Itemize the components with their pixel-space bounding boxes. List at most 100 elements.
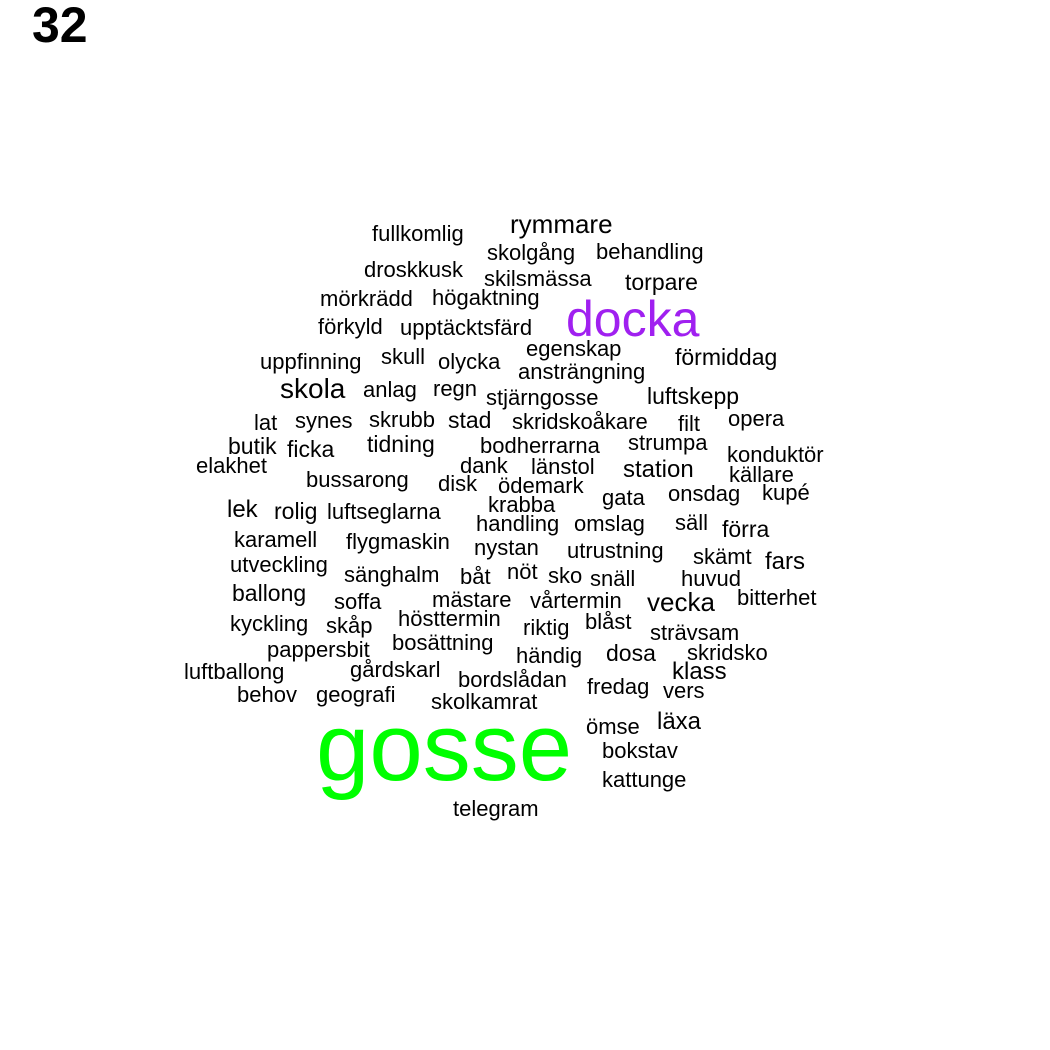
word-30: opera — [728, 406, 785, 431]
word-49: rolig — [274, 498, 318, 524]
word-76: skåp — [326, 613, 373, 638]
word-77: hösttermin — [398, 606, 501, 631]
word-66: sko — [548, 563, 583, 588]
word-60: skämt — [693, 544, 752, 569]
word-82: bosättning — [392, 630, 494, 655]
word-29: filt — [678, 411, 700, 436]
word-57: flygmaskin — [346, 529, 450, 554]
word-69: ballong — [232, 580, 307, 606]
word-26: skrubb — [369, 407, 436, 432]
word-65: nöt — [507, 559, 538, 584]
word-18: ansträngning — [518, 359, 646, 384]
word-94: skolkamrat — [431, 689, 538, 714]
word-35: strumpa — [628, 430, 708, 455]
word-53: omslag — [574, 511, 645, 536]
word-8: torpare — [625, 269, 698, 295]
word-25: synes — [295, 408, 353, 433]
word-2: rymmare — [510, 209, 613, 239]
word-86: luftballong — [184, 659, 285, 684]
word-6: droskkusk — [364, 257, 464, 282]
word-92: behov — [237, 682, 297, 707]
word-19: skola — [280, 373, 346, 404]
word-48: lek — [227, 496, 258, 523]
word-84: dosa — [606, 640, 656, 666]
word-68: huvud — [681, 566, 741, 591]
word-10: högaktning — [432, 285, 540, 310]
word-36: konduktör — [727, 442, 824, 467]
word-21: regn — [433, 376, 478, 401]
word-89: fredag — [587, 674, 650, 699]
word-63: sänghalm — [344, 562, 440, 587]
word-54: säll — [675, 510, 709, 535]
word-90: klass — [672, 658, 727, 685]
word-61: fars — [765, 548, 806, 575]
word-96: läxa — [657, 708, 702, 735]
word-74: bitterhet — [737, 585, 817, 610]
word-4: skolgång — [487, 240, 576, 265]
word-3: fullkomlig — [372, 221, 464, 246]
word-80: strävsam — [650, 620, 740, 645]
word-24: lat — [254, 410, 278, 435]
word-58: nystan — [474, 535, 539, 560]
word-44: ödemark — [498, 473, 584, 498]
word-75: kyckling — [230, 611, 309, 636]
page-number: 32 — [32, 0, 88, 53]
word-22: stjärngosse — [486, 385, 599, 410]
word-23: luftskepp — [647, 383, 740, 409]
word-55: förra — [722, 516, 770, 542]
word-42: bussarong — [306, 467, 409, 492]
word-27: stad — [448, 407, 492, 433]
word-31: butik — [228, 433, 277, 459]
word-15: skull — [381, 344, 426, 369]
word-13: egenskap — [526, 336, 622, 361]
word-32: ficka — [287, 436, 335, 462]
word-72: vårtermin — [530, 588, 622, 613]
word-67: snäll — [590, 566, 636, 591]
word-51: krabba — [488, 492, 556, 517]
word-79: blåst — [585, 609, 632, 634]
word-45: gata — [602, 485, 645, 510]
word-83: händig — [516, 643, 583, 668]
word-95: ömse — [586, 714, 640, 739]
word-11: förkyld — [318, 314, 383, 339]
word-38: dank — [460, 453, 508, 478]
word-12: upptäcktsfärd — [400, 315, 533, 340]
word-59: utrustning — [567, 538, 664, 563]
word-56: karamell — [234, 527, 318, 552]
word-40: station — [623, 456, 694, 483]
word-71: mästare — [432, 587, 512, 612]
word-43: disk — [438, 471, 478, 496]
word-73: vecka — [647, 587, 715, 617]
word-46: onsdag — [668, 481, 741, 506]
word-85: skridsko — [687, 640, 768, 665]
word-5: behandling — [596, 239, 704, 264]
word-78: riktig — [523, 615, 570, 640]
word-97: bokstav — [602, 738, 678, 763]
word-87: gårdskarl — [350, 657, 441, 682]
word-17: förmiddag — [675, 344, 778, 370]
word-70: soffa — [334, 589, 382, 614]
word-64: båt — [460, 564, 491, 589]
word-33: tidning — [367, 431, 435, 457]
word-28: skridskoåkare — [512, 409, 648, 434]
word-81: pappersbit — [267, 637, 370, 662]
word-62: utveckling — [230, 552, 328, 577]
word-98: kattunge — [602, 767, 687, 792]
word-47: kupé — [762, 480, 810, 505]
word-7: skilsmässa — [484, 266, 592, 291]
word-37: elakhet — [196, 453, 267, 478]
word-0: gosse — [316, 694, 573, 801]
word-39: länstol — [531, 454, 595, 479]
word-16: olycka — [438, 349, 501, 374]
word-50: luftseglarna — [327, 499, 441, 524]
word-93: geografi — [316, 682, 396, 707]
word-88: bordslådan — [458, 667, 567, 692]
word-20: anlag — [363, 377, 417, 402]
word-9: mörkrädd — [320, 286, 413, 311]
word-34: bodherrarna — [480, 433, 600, 458]
word-91: vers — [663, 678, 705, 703]
word-99: telegram — [453, 796, 539, 821]
word-52: handling — [476, 511, 560, 536]
